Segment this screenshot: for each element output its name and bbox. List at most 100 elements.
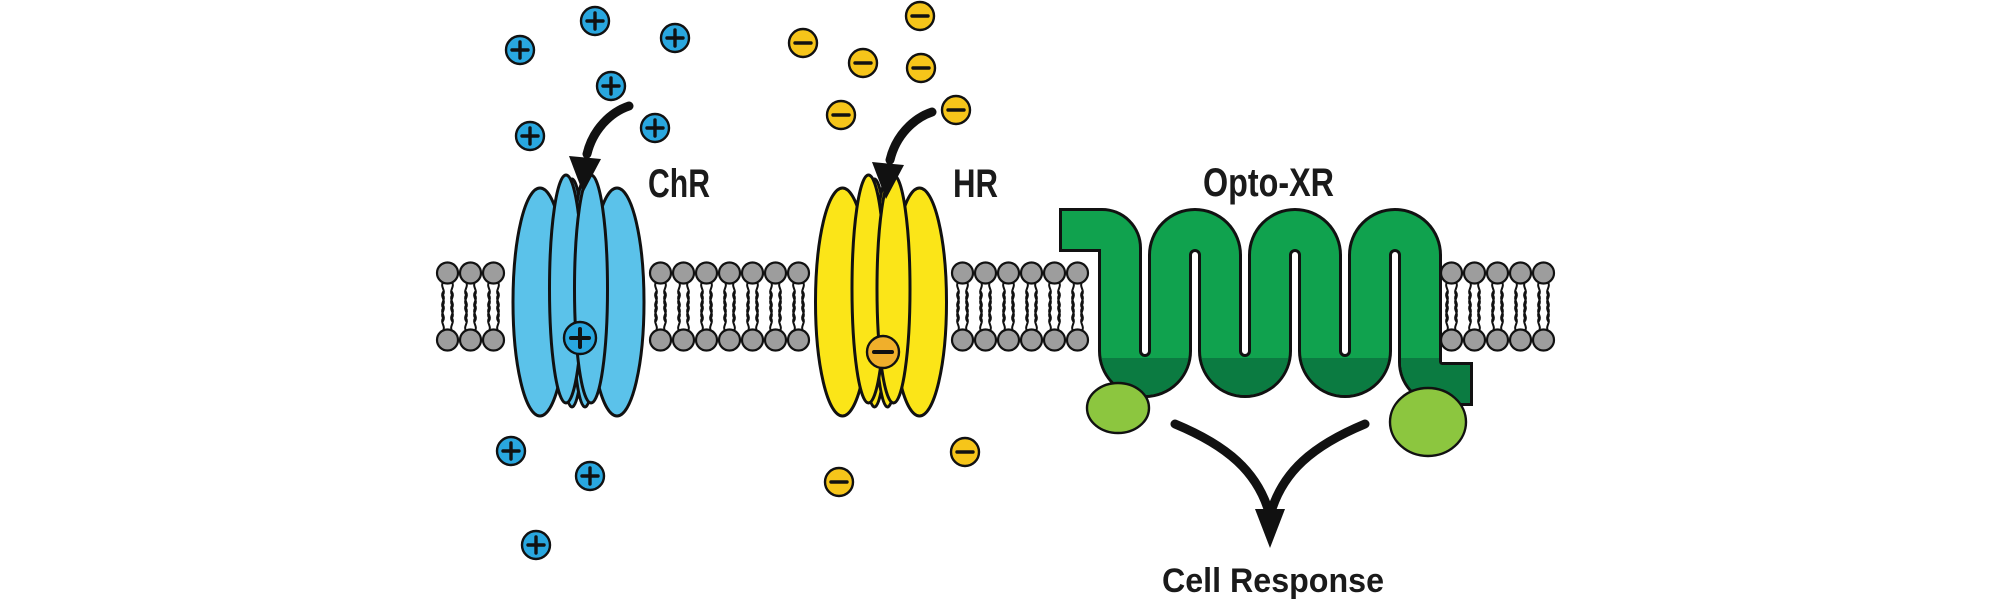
lipid-tail bbox=[965, 291, 969, 332]
lipid-tail bbox=[1034, 291, 1038, 332]
lipid-head bbox=[458, 261, 483, 285]
cell-response-label: Cell Response bbox=[1162, 562, 1384, 600]
lipid-tail bbox=[1477, 291, 1481, 332]
lipid-head bbox=[950, 261, 975, 285]
pore-ion bbox=[865, 334, 901, 370]
lipid-tail bbox=[1080, 291, 1084, 332]
lipid-head bbox=[648, 261, 673, 285]
arrow-shaft bbox=[1266, 419, 1370, 517]
flow-arrows bbox=[569, 101, 1370, 548]
anion-influx-arrow bbox=[872, 107, 937, 199]
lipid-tails bbox=[1445, 281, 1550, 332]
lipid-head bbox=[1462, 328, 1487, 352]
gpcr-ribbon-intracellular bbox=[1101, 358, 1470, 403]
lipid-tail bbox=[1468, 291, 1472, 332]
anion-ion bbox=[904, 0, 936, 32]
lipid-head bbox=[717, 328, 742, 352]
lipid-tail bbox=[1514, 291, 1518, 332]
lipid-head bbox=[1065, 328, 1090, 352]
lipid-head bbox=[740, 328, 765, 352]
hr-channel bbox=[814, 173, 948, 418]
lipid-head bbox=[1462, 261, 1487, 285]
chr-label: ChR bbox=[648, 162, 710, 206]
anion-ion bbox=[787, 27, 819, 59]
lipid-tail bbox=[1057, 291, 1061, 332]
lipid-head bbox=[435, 261, 460, 285]
lipid-head bbox=[1508, 261, 1533, 285]
lipid-tail bbox=[1546, 291, 1550, 332]
lipid-tail bbox=[487, 291, 491, 332]
lipid-tail bbox=[1011, 291, 1015, 332]
lipid-tail bbox=[723, 291, 727, 332]
lipid-tails bbox=[956, 281, 1084, 332]
lipid-head bbox=[648, 328, 673, 352]
lipid-head bbox=[950, 328, 975, 352]
arrow-shaft bbox=[582, 101, 634, 159]
lipid-tails bbox=[654, 281, 805, 332]
lipid-head bbox=[671, 328, 696, 352]
anion-ion bbox=[905, 52, 937, 84]
cation-ion bbox=[639, 112, 671, 144]
lipid-head bbox=[481, 261, 506, 285]
lipid-head bbox=[1439, 261, 1464, 285]
lipid-head bbox=[1019, 328, 1044, 352]
opto-xr-receptor bbox=[1059, 208, 1473, 458]
chr-channel bbox=[511, 173, 646, 418]
lipid-head bbox=[694, 328, 719, 352]
lipid-head bbox=[786, 261, 811, 285]
lipid-tail bbox=[1537, 291, 1541, 332]
lipid-tail bbox=[663, 291, 667, 332]
lipid-tail bbox=[956, 291, 960, 332]
lipid-tail bbox=[732, 291, 736, 332]
lipid-head bbox=[763, 328, 788, 352]
g-protein-subunit bbox=[1388, 386, 1468, 458]
cation-ion bbox=[579, 5, 611, 37]
lipid-tail bbox=[709, 291, 713, 332]
membrane-section bbox=[1439, 261, 1556, 352]
arrow-head bbox=[569, 156, 601, 193]
lipid-heads bbox=[648, 261, 811, 352]
cation-influx-arrow bbox=[569, 101, 634, 193]
lipid-tail bbox=[792, 291, 796, 332]
lipid-tail bbox=[677, 291, 681, 332]
lipid-heads bbox=[950, 261, 1090, 352]
cation-ion bbox=[574, 460, 606, 492]
gpcr-ribbon-intracellular-path bbox=[1101, 358, 1470, 403]
lipid-head bbox=[1531, 328, 1556, 352]
lipid-tail bbox=[1002, 291, 1006, 332]
arrow-head bbox=[872, 162, 904, 199]
channel-subunit-inner bbox=[573, 173, 609, 405]
lipid-tail bbox=[496, 291, 500, 332]
lipid-tails bbox=[441, 281, 500, 332]
lipid-heads bbox=[435, 261, 506, 352]
cation-ion bbox=[595, 70, 627, 102]
lipid-tail bbox=[755, 291, 759, 332]
arrow-shaft bbox=[885, 107, 937, 165]
membrane-section bbox=[435, 261, 506, 352]
lipid-head bbox=[671, 261, 696, 285]
anion-ion bbox=[940, 94, 972, 126]
cation-ion bbox=[504, 34, 536, 66]
lipid-head bbox=[1439, 328, 1464, 352]
lipid-head bbox=[996, 261, 1021, 285]
lipid-head bbox=[1485, 261, 1510, 285]
lipid-tail bbox=[1025, 291, 1029, 332]
lipid-head bbox=[458, 328, 483, 352]
lipid-head bbox=[1485, 328, 1510, 352]
lipid-head bbox=[1065, 261, 1090, 285]
lipid-tail bbox=[778, 291, 782, 332]
lipid-heads bbox=[1439, 261, 1556, 352]
lipid-head bbox=[973, 328, 998, 352]
lipid-bilayer-membrane bbox=[435, 261, 1556, 352]
lipid-tail bbox=[686, 291, 690, 332]
lipid-tail bbox=[979, 291, 983, 332]
lipid-tail bbox=[654, 291, 658, 332]
lipid-tail bbox=[1445, 291, 1449, 332]
anion-ion bbox=[825, 99, 857, 131]
membrane-section bbox=[648, 261, 811, 352]
cation-ion bbox=[659, 22, 691, 54]
lipid-head bbox=[996, 328, 1021, 352]
lipid-tail bbox=[441, 291, 445, 332]
pore-ion bbox=[562, 320, 598, 356]
